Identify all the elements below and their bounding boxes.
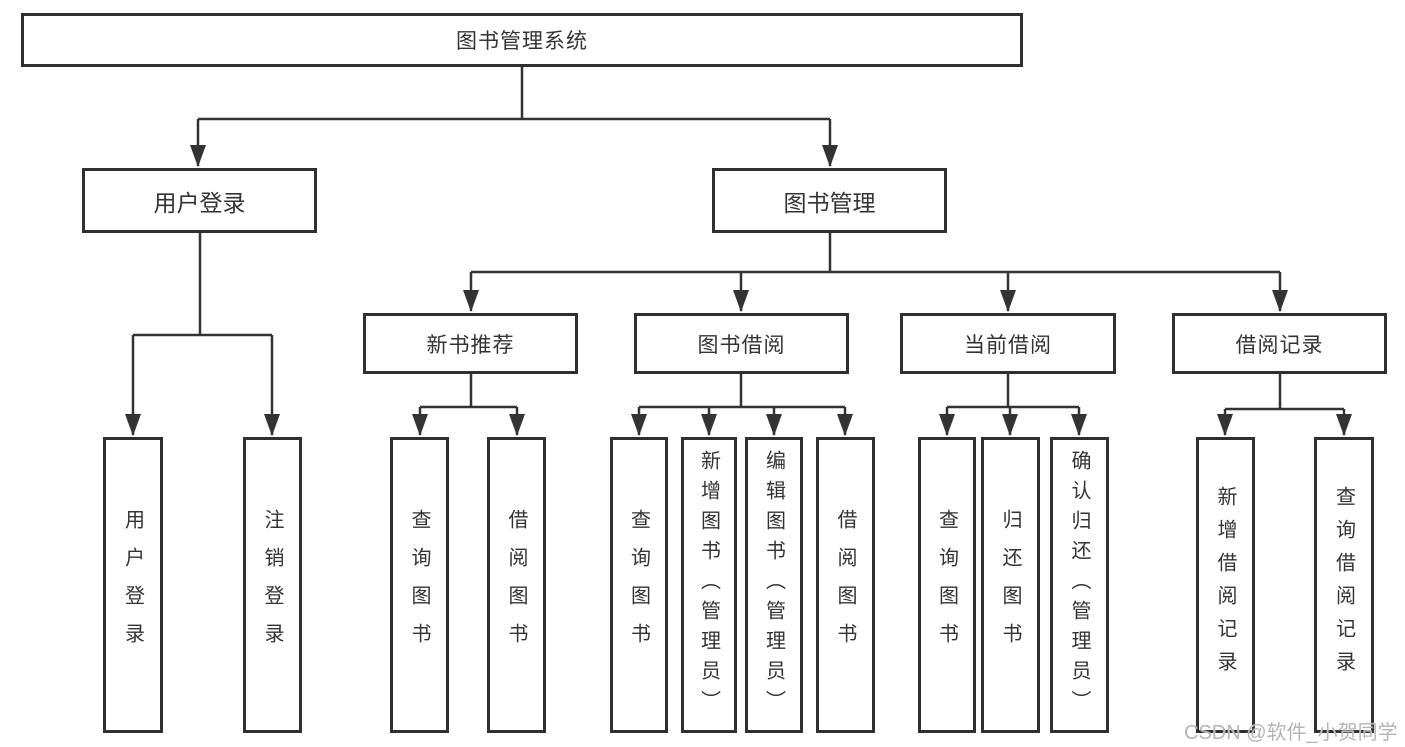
leaf-current-confirm-return-admin: 确认归还（管理员） (1050, 437, 1109, 733)
leaf-records-query-record: 查询借阅记录 (1314, 437, 1374, 733)
node-root: 图书管理系统 (21, 13, 1023, 67)
leaf-borrowing-edit-books-admin: 编辑图书（管理员） (745, 437, 803, 733)
node-user-login: 用户登录 (82, 168, 317, 233)
leaf-borrowing-borrow-books: 借阅图书 (816, 437, 875, 733)
node-borrowing-records: 借阅记录 (1172, 313, 1387, 374)
leaf-records-add-record: 新增借阅记录 (1196, 437, 1255, 733)
leaf-newbooks-query-books: 查询图书 (390, 437, 449, 733)
leaf-newbooks-borrow-books: 借阅图书 (487, 437, 546, 733)
leaf-borrowing-add-books-admin: 新增图书（管理员） (681, 437, 737, 733)
node-current-borrowing: 当前借阅 (900, 313, 1116, 374)
leaf-borrowing-query-books: 查询图书 (610, 437, 668, 733)
leaf-user-login: 用户登录 (103, 437, 163, 733)
node-book-management: 图书管理 (712, 168, 947, 233)
node-book-borrowing: 图书借阅 (634, 313, 849, 374)
leaf-current-query-books: 查询图书 (918, 437, 976, 733)
leaf-logout: 注销登录 (243, 437, 302, 733)
leaf-current-return-books: 归还图书 (981, 437, 1040, 733)
csdn-watermark: CSDN @软件_小贺同学 (1184, 722, 1398, 744)
node-new-book-recommend: 新书推荐 (363, 313, 578, 374)
